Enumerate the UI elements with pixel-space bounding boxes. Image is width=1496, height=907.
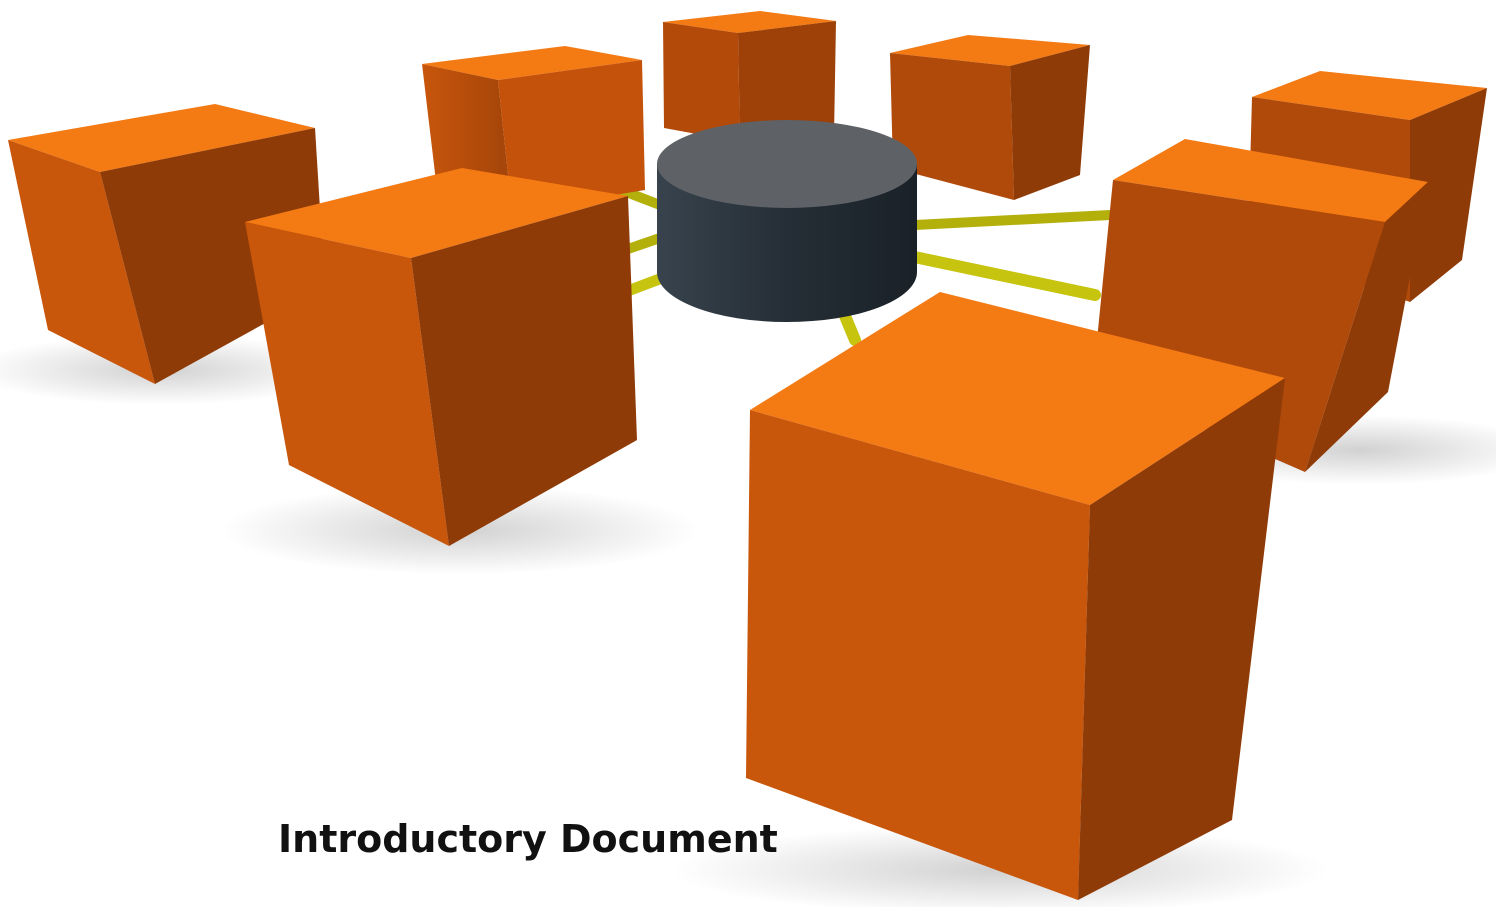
connector-rod — [910, 210, 1115, 230]
connector-rod — [620, 233, 665, 255]
node-box — [663, 11, 836, 142]
node-box — [245, 168, 637, 546]
node-box — [746, 292, 1285, 900]
node-box — [890, 35, 1090, 200]
document-title: Introductory Document — [278, 817, 778, 861]
hub-cylinder — [657, 120, 917, 322]
connector-rod — [899, 249, 1101, 301]
